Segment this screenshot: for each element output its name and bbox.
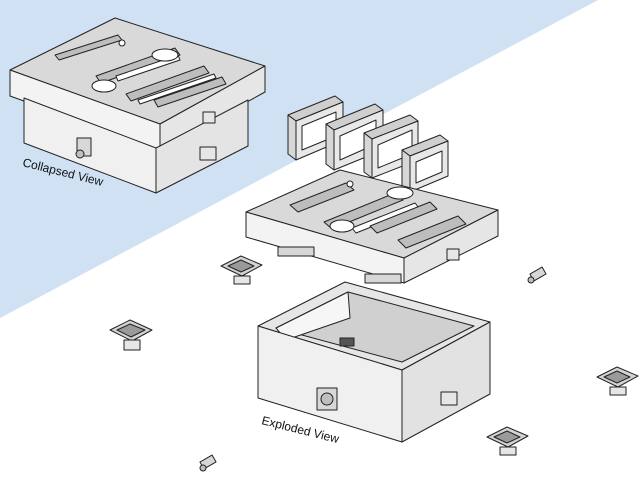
exploded-lid-hole bbox=[386, 186, 414, 200]
foot-bracket bbox=[486, 426, 529, 456]
base-inner-connector bbox=[339, 337, 355, 347]
exploded-lid-foot bbox=[364, 273, 402, 284]
collapsed-lid-hole bbox=[151, 48, 179, 62]
exploded-lid-foot bbox=[277, 246, 315, 257]
base-side bbox=[401, 321, 491, 443]
exploded-lid-slot bbox=[397, 215, 467, 249]
collapsed-lid-side bbox=[159, 65, 266, 151]
collapsed-lid-slot bbox=[115, 54, 181, 82]
slot-clip bbox=[363, 114, 419, 179]
connector-pin bbox=[199, 454, 217, 472]
loose-parts bbox=[109, 255, 639, 472]
collapsed-assembly bbox=[9, 17, 266, 194]
exploded-lid-slot bbox=[289, 182, 355, 213]
exploded-lid-slot bbox=[369, 201, 438, 234]
collapsed-lid-slot bbox=[153, 76, 227, 108]
exploded-base bbox=[257, 281, 491, 443]
base-port-hole bbox=[320, 392, 334, 406]
slot-clip bbox=[401, 134, 449, 193]
collapsed-lid-slot bbox=[125, 65, 210, 102]
foot-bracket bbox=[109, 319, 153, 351]
collapsed-lid-hole bbox=[118, 39, 126, 47]
exploded-lid-connector bbox=[446, 248, 460, 261]
collapsed-lid-slot bbox=[137, 73, 217, 105]
slot-clip bbox=[287, 95, 344, 161]
slot-clips bbox=[287, 95, 449, 193]
exploded-lid bbox=[245, 169, 499, 284]
exploded-lid-hole bbox=[329, 219, 355, 233]
exploded-lid-side bbox=[403, 209, 499, 284]
foot-bracket bbox=[220, 255, 263, 285]
base-connector bbox=[440, 391, 458, 406]
collapsed-port-knob bbox=[75, 149, 85, 159]
collapsed-connector bbox=[199, 146, 217, 161]
collapsed-lid-hole bbox=[91, 79, 117, 93]
foot-bracket bbox=[596, 366, 639, 396]
exploded-lid-hole bbox=[346, 180, 354, 188]
connector-pin bbox=[527, 266, 547, 284]
collapsed-connector bbox=[202, 111, 216, 124]
